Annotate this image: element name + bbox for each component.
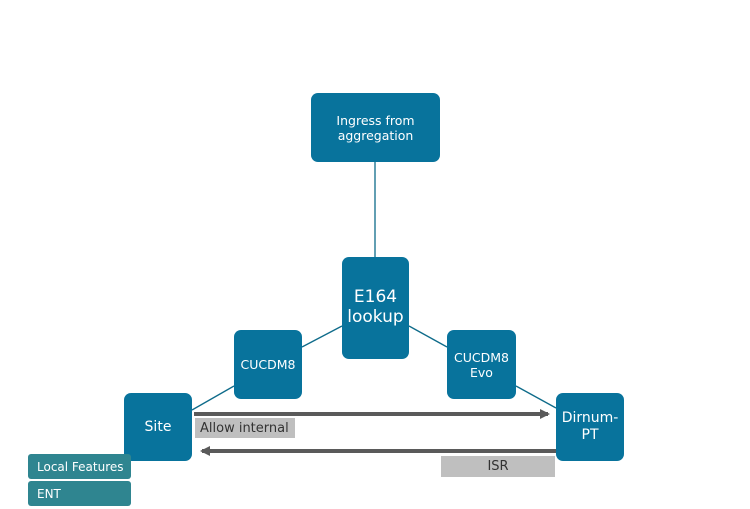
node-e164-lookup: E164 lookup bbox=[342, 257, 409, 359]
tag-local-features: Local Features bbox=[28, 454, 131, 479]
tag-ent: ENT bbox=[28, 481, 131, 506]
node-cucdm8: CUCDM8 bbox=[234, 330, 302, 399]
node-site: Site bbox=[124, 393, 192, 461]
flow-label-isr: ISR bbox=[441, 456, 555, 477]
connector-e164-cucdm8evo bbox=[408, 325, 448, 348]
connector-cucdm8evo-dirnum bbox=[515, 385, 557, 409]
connector-site-cucdm8 bbox=[191, 385, 235, 411]
node-dirnum-pt: Dirnum- PT bbox=[556, 393, 624, 461]
connector-cucdm8-e164 bbox=[301, 325, 343, 348]
node-ingress-from-aggregation: Ingress from aggregation bbox=[311, 93, 440, 162]
flow-label-allow-internal: Allow internal bbox=[195, 418, 295, 438]
node-cucdm8-evo: CUCDM8 Evo bbox=[447, 330, 516, 399]
